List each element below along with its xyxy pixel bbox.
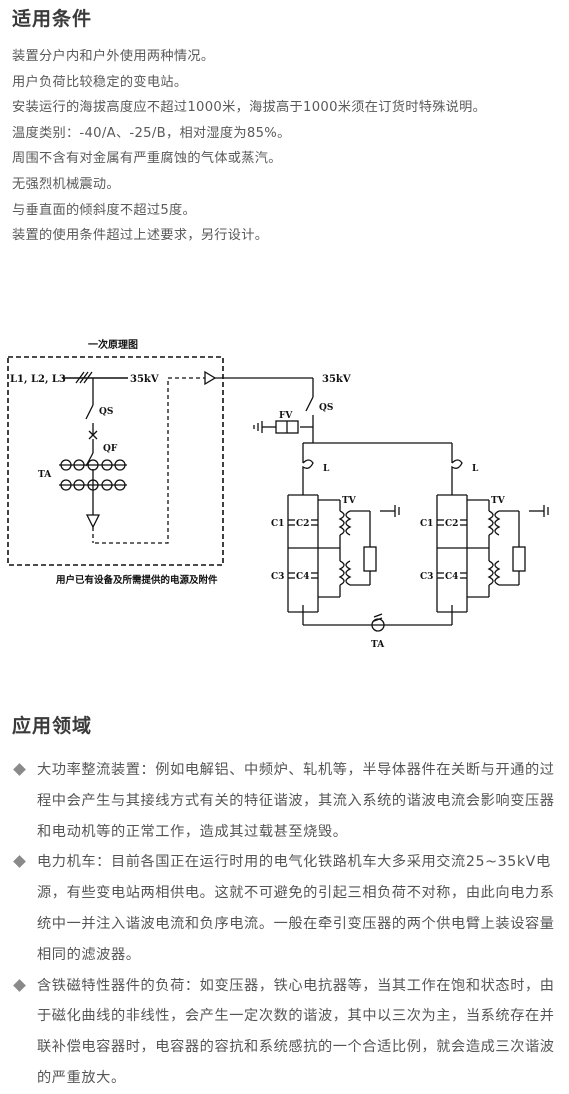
c4-right-label: C4 xyxy=(445,572,458,582)
ta-left-label: TA xyxy=(38,470,52,480)
application-title: 应用领域 xyxy=(12,715,93,737)
diamond-bullet-icon xyxy=(13,978,26,992)
cable-terminal-left xyxy=(85,514,101,529)
application-item-text: 电力机车：目前各国正在运行时用的电气化铁路机车大多采用交流25~35kV电源，有… xyxy=(37,854,555,963)
primary-circuit-diagram: 一次原理图 L1, L2, L3 35kV 35kV QS QF TA QS F… xyxy=(7,338,549,650)
diagram-title: 一次原理图 xyxy=(88,338,138,351)
l-left-label: L xyxy=(323,464,330,474)
tv-left-label: TV xyxy=(342,496,357,506)
ground-left xyxy=(253,421,263,433)
bus-label: L1, L2, L3 xyxy=(10,374,66,385)
application-item: 电力机车：目前各国正在运行时用的电气化铁路机车大多采用交流25~35kV电源，有… xyxy=(12,847,564,970)
condition-item: 无强烈机械震动。 xyxy=(12,176,120,192)
condition-item: 周围不含有对金属有严重腐蚀的气体或蒸汽。 xyxy=(12,151,282,167)
ta-left-ct xyxy=(59,459,127,491)
c2-left-label: C2 xyxy=(296,519,309,529)
fv-label: FV xyxy=(279,411,293,421)
condition-item: 与垂直面的倾斜度不超过5度。 xyxy=(12,202,197,218)
condition-item: 装置分户内和户外使用两种情况。 xyxy=(12,49,215,64)
tv-right-label: TV xyxy=(491,496,506,506)
qs-right-switch xyxy=(305,396,314,412)
application-item: 大功率整流装置：例如电解铝、中频炉、轧机等，半导体器件在关断与开通的过程中会产生… xyxy=(12,755,564,847)
reactor-right xyxy=(451,459,463,475)
c4-left-label: C4 xyxy=(296,572,309,582)
three-phase-mark xyxy=(75,371,93,384)
qf-label: QF xyxy=(103,444,118,454)
qs-left-label: QS xyxy=(99,407,113,417)
reactor-left xyxy=(302,459,314,475)
qs-right-label: QS xyxy=(319,403,333,413)
diamond-bullet-icon xyxy=(13,763,26,776)
voltage-left-label: 35kV xyxy=(130,374,159,385)
condition-item: 安装运行的海拔高度应不超过1000米，海拔高于1000米须在订货时特殊说明。 xyxy=(12,100,487,116)
l-right-label: L xyxy=(472,464,479,474)
dashed-feed-line xyxy=(95,377,205,544)
application-list: 大功率整流装置：例如电解铝、中频炉、轧机等，半导体器件在关断与开通的过程中会产生… xyxy=(12,755,564,1094)
user-equipment-box xyxy=(7,356,224,566)
diamond-bullet-icon xyxy=(13,855,26,869)
qf-breaker-switch xyxy=(85,452,94,467)
conditions-title: 适用条件 xyxy=(12,8,93,30)
condition-item: 温度类别：-40/A、-25/B，相对湿度为85%。 xyxy=(12,125,291,141)
c1-right-label: C1 xyxy=(420,519,433,529)
qs-left-switch xyxy=(85,404,94,420)
cable-terminal-right xyxy=(204,370,217,386)
application-item: 含铁磁特性器件的负荷：如变压器，铁心电抗器等，当其工作在饱和状态时，由于磁化曲线… xyxy=(12,971,564,1094)
application-item-text: 大功率整流装置：例如电解铝、中频炉、轧机等，半导体器件在关断与开通的过程中会产生… xyxy=(37,762,555,840)
c3-left-label: C3 xyxy=(271,572,284,582)
condition-item: 装置的使用条件超过上述要求，另行设计。 xyxy=(12,228,269,244)
condition-item: 用户负荷比较稳定的变电站。 xyxy=(12,74,188,90)
filter-branch-left xyxy=(287,475,400,625)
voltage-right-label: 35kV xyxy=(322,374,351,385)
application-item-text: 含铁磁特性器件的负荷：如变压器，铁心电抗器等，当其工作在饱和状态时，由于磁化曲线… xyxy=(37,977,555,1086)
c3-right-label: C3 xyxy=(420,572,433,582)
user-equipment-note: 用户已有设备及所需提供的电源及附件 xyxy=(55,574,218,586)
conditions-list: 装置分户内和户外使用两种情况。 用户负荷比较稳定的变电站。 安装运行的海拔高度应… xyxy=(12,44,486,249)
c1-left-label: C1 xyxy=(271,519,284,529)
ta-bottom-label: TA xyxy=(371,640,385,650)
qf-breaker-cross xyxy=(88,430,98,440)
filter-branch-right xyxy=(436,475,549,625)
c2-right-label: C2 xyxy=(445,519,458,529)
